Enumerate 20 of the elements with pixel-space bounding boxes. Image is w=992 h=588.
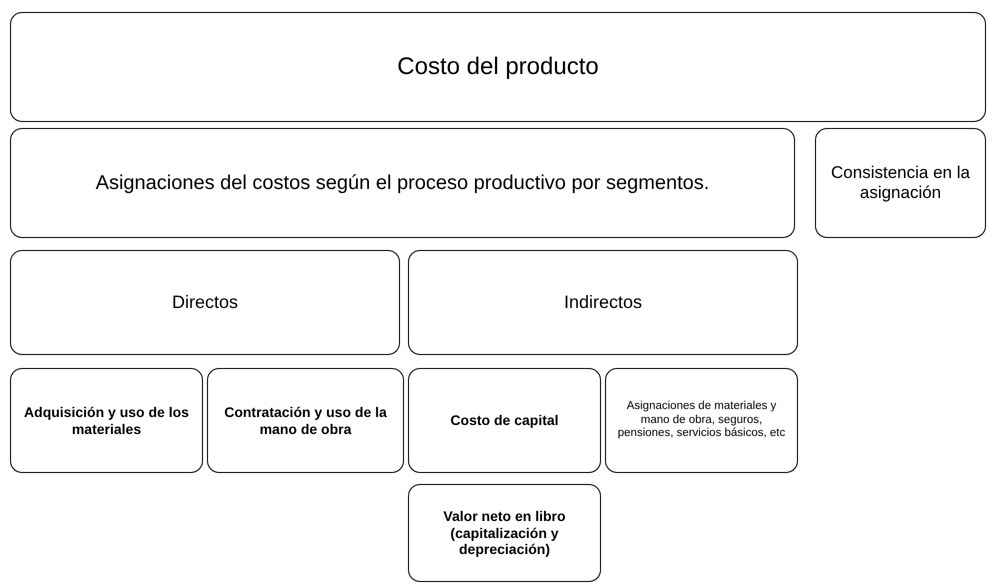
category-label: Consistencia en la asignación (830, 162, 971, 204)
category-label: Valor neto en libro (capitalización y depreciación) (442, 508, 567, 558)
category-label: Costo de capital (450, 412, 559, 429)
category-box (815, 128, 986, 238)
category-box (408, 250, 798, 355)
category-label: Directos (172, 292, 238, 314)
category-label: Adquisición y uso de los materiales (23, 404, 190, 438)
category-label: Indirectos (564, 292, 642, 314)
category-box (10, 368, 203, 473)
category-label: Costo del producto (397, 52, 599, 82)
category-box (408, 368, 601, 473)
category-box (10, 250, 400, 355)
category-box (10, 128, 795, 238)
category-label: Contratación y uso de la mano de obra (223, 404, 388, 438)
category-label: Asignaciones del costos según el proceso productivo por segmentos. (96, 171, 710, 195)
category-box (408, 484, 601, 582)
category-label: Asignaciones de materiales y mano de obra, seguros, pensiones, servicios básicos, etc (616, 400, 786, 442)
category-box (605, 368, 798, 473)
category-box (207, 368, 404, 473)
category-box (10, 12, 986, 122)
